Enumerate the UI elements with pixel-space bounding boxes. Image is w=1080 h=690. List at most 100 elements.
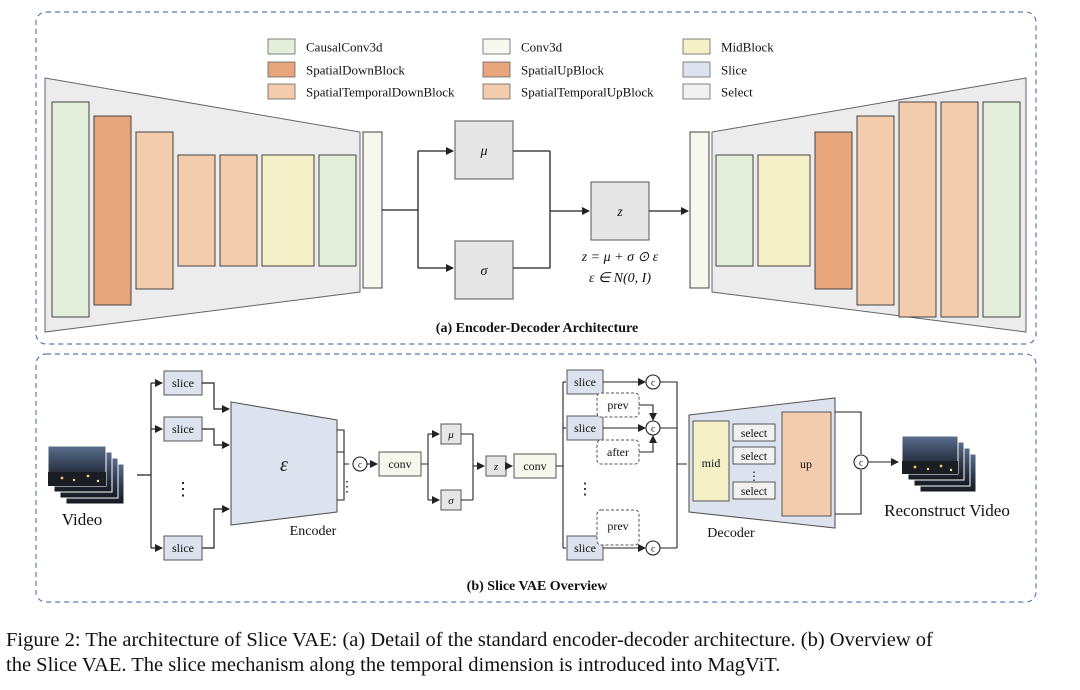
enc-conv3d-block (362, 131, 383, 289)
enc-spatialdown-block (93, 115, 132, 306)
slice-ellipsis: ⋮ (174, 479, 192, 499)
slice-box-1 (163, 370, 203, 396)
legend-swatch-spatialtemporalupblock (482, 83, 511, 100)
slice-box-n (163, 535, 203, 561)
caption-line-1: Figure 2: The architecture of Slice VAE:… (6, 629, 933, 651)
legend-swatch-causalconv3d (267, 38, 296, 55)
after-box (596, 439, 640, 465)
reconstruct-video-label: Reconstruct Video (884, 501, 1010, 520)
legend-label-select: Select (721, 85, 753, 100)
dec-spatialup-block (814, 131, 853, 290)
legend-swatch-spatialtemporaldownblock (267, 83, 296, 100)
enc-spatialtemporaldown-block-3 (219, 154, 258, 267)
latent-concat-to-decoder (660, 381, 687, 549)
enc-causalconv3d-out-block (318, 154, 357, 267)
panel-a-frame (35, 11, 1037, 345)
legend-item-causalconv3d: CausalConv3d (267, 38, 383, 55)
z-box-small-label: z (493, 461, 499, 473)
select-box-n-label: select (741, 486, 768, 498)
encoder-stack (44, 77, 361, 333)
decoder-stack (711, 77, 1027, 333)
legend-item-select: Select (682, 83, 753, 100)
legend-swatch-select (682, 83, 711, 100)
select-box-2 (732, 446, 776, 465)
architecture-figure: CausalConv3d SpatialDownBlock SpatialTem… (35, 11, 1037, 603)
slice-box-2-label: slice (172, 422, 194, 436)
legend-label-spatialtemporaldownblock: SpatialTemporalDownBlock (306, 85, 455, 100)
legend-label-spatialtemporalupblock: SpatialTemporalUpBlock (521, 85, 654, 100)
figure-caption: Figure 2: The architecture of Slice VAE:… (6, 628, 1076, 678)
concat-node-encoder-label: c (358, 460, 362, 470)
legend-swatch-midblock (682, 38, 711, 55)
prev-box-2 (596, 509, 640, 546)
latent-slice-box-2 (566, 415, 604, 441)
panel-b-title: (b) Slice VAE Overview (467, 579, 609, 594)
decoder-label: Decoder (707, 526, 755, 541)
latent-slice-ellipsis: ⋮ (577, 481, 593, 498)
prev-box-2-label: prev (607, 519, 628, 533)
panel-b-frame (35, 353, 1037, 603)
legend-label-midblock: MidBlock (721, 40, 774, 55)
video-label: Video (62, 510, 103, 529)
slice-box-n-label: slice (172, 541, 194, 555)
select-box-2-label: select (741, 451, 768, 463)
latent-slice-box-n-label: slice (574, 541, 596, 555)
conv-box-2-label: conv (523, 459, 546, 473)
select-box-1 (732, 423, 776, 442)
concat-node-latent-n-label: c (651, 544, 655, 554)
conv-box-1-label: conv (388, 457, 411, 471)
legend-label-spatialdownblock: SpatialDownBlock (306, 63, 405, 78)
legend-item-conv3d: Conv3d (482, 38, 563, 55)
legend-item-spatialupblock: SpatialUpBlock (482, 61, 605, 78)
decoder-up-box (781, 411, 832, 517)
latent-slice-box-2-label: slice (574, 421, 596, 435)
mu-sigma-merge-connector (513, 150, 551, 269)
legend-label-conv3d: Conv3d (521, 40, 563, 55)
encoder-symbol: ε (280, 454, 288, 476)
select-box-1-label: select (741, 428, 768, 440)
enc-midblock (261, 154, 315, 267)
output-video-stack (901, 435, 977, 493)
slice-box-1-label: slice (172, 376, 194, 390)
legend-label-causalconv3d: CausalConv3d (306, 40, 383, 55)
mu-sigma-small-merge (461, 433, 474, 501)
legend-item-spatialdownblock: SpatialDownBlock (267, 61, 405, 78)
legend-item-spatialtemporalupblock: SpatialTemporalUpBlock (482, 83, 654, 100)
dec-spatialtemporalup-block-1 (856, 115, 895, 306)
mu-box-small-label: μ (447, 429, 454, 441)
dec-midblock (757, 154, 811, 267)
enc-spatialtemporaldown-block-2 (177, 154, 216, 267)
conv-to-mu-sigma-connector (421, 434, 429, 500)
conv-box-2 (513, 453, 557, 479)
prev-box-1 (596, 392, 640, 418)
legend-swatch-spatialupblock (482, 61, 511, 78)
slice-1-to-encoder (202, 382, 230, 413)
enc-to-mu-sigma-connector (382, 151, 419, 268)
sigma-label: σ (481, 264, 489, 279)
concat-node-latent-1-label: c (651, 378, 655, 388)
prev-1-to-concat (639, 404, 657, 421)
sigma-box-small-label: σ (448, 495, 454, 507)
reparam-equation: z = μ + σ ⊙ ε (581, 250, 659, 265)
mu-box (454, 120, 514, 180)
z-label: z (616, 205, 623, 220)
decoder-up-label: up (800, 457, 812, 471)
concat-node-latent-2-label: c (651, 424, 655, 434)
enc-causalconv3d-block (51, 101, 90, 318)
decoder-mid-label: mid (702, 456, 721, 470)
slice-n-to-encoder (202, 505, 230, 549)
encoder-block (230, 401, 338, 526)
enc-spatialtemporaldown-block-1 (135, 131, 174, 290)
legend-swatch-conv3d (482, 38, 511, 55)
z-box (590, 181, 650, 241)
legend-swatch-spatialdownblock (267, 61, 296, 78)
conv-to-latent-slices-connector (556, 382, 564, 548)
encoder-output-ellipsis: ⋮ (340, 480, 354, 495)
slice-2-to-encoder (202, 428, 230, 449)
prev-box-1-label: prev (607, 398, 628, 412)
dec-causalconv3d-block (715, 154, 754, 267)
panel-a-title: (a) Encoder-Decoder Architecture (436, 321, 638, 336)
legend-label-spatialupblock: SpatialUpBlock (521, 63, 605, 78)
after-to-concat (639, 435, 657, 453)
concat-node-output-label: c (859, 458, 863, 468)
